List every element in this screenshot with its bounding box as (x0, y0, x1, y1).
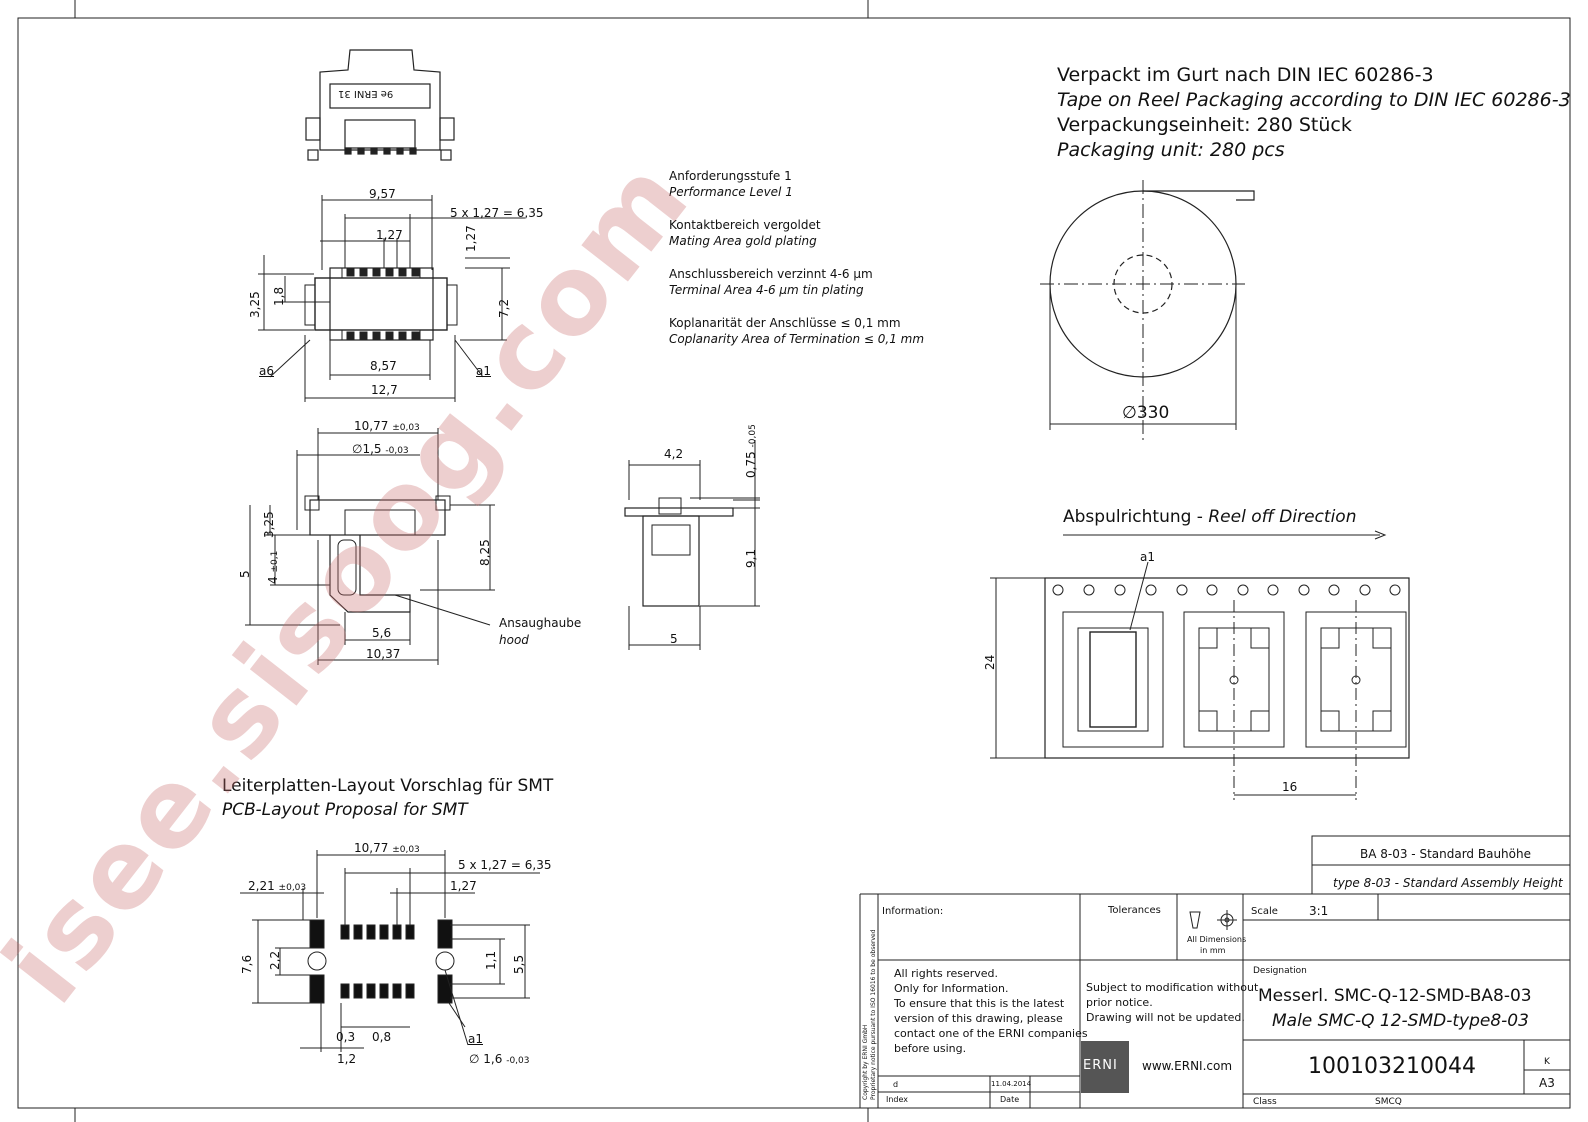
scale-label: Scale (1251, 906, 1278, 917)
tolerances-label: Tolerances (1108, 905, 1161, 916)
dim-1-8: 1,8 (272, 286, 286, 306)
note-en-4: Coplanarity Area of Termination ≤ 0,1 mm (669, 332, 925, 346)
information-label: Information: (882, 906, 944, 917)
website-link[interactable]: www.ERNI.com (1142, 1059, 1233, 1073)
rights-notice: All rights reserved. Only for Informatio… (894, 967, 1088, 1055)
dim-dia-1-5: ∅1,5 -0,03 (352, 442, 409, 456)
pcb-dim-2-21: 2,21 ±0,03 (248, 879, 307, 893)
dim-8-57: 8,57 (370, 359, 397, 373)
all-dimensions-label: All Dimensions (1187, 935, 1247, 944)
pcb-dim-dia-1-6: ∅ 1,6 -0,03 (469, 1052, 530, 1066)
proprietary-text: Proprietary notice pursuant to ISO 16016… (870, 929, 877, 1100)
erni-logo: ERNI (1083, 1058, 1118, 1073)
erni-logo-block (1081, 1041, 1129, 1093)
sheet-size: A3 (1539, 1076, 1555, 1090)
note-en-2: Mating Area gold plating (669, 234, 817, 248)
dim-3-25-side: 3,25 (262, 511, 276, 538)
dim-16: 16 (1282, 780, 1298, 794)
pcb-dim-5-5: 5,5 (512, 954, 526, 974)
pcb-dim-1-2: 1,2 (337, 1052, 357, 1066)
pcb-dim-10-77: 10,77 ±0,03 (354, 841, 420, 855)
pcb-dim-0-8: 0,8 (372, 1030, 392, 1044)
chip-marking: 9e ERNI 31 (338, 88, 394, 99)
pcb-dim-6-35: 5 x 1,27 = 6,35 (458, 858, 552, 872)
dim-10-77: 10,77 ±0,03 (354, 419, 420, 433)
dim-3-25: 3,25 (248, 291, 262, 318)
end-view (624, 440, 760, 650)
dim-10-37: 10,37 (366, 647, 401, 661)
type-box-line-2: type 8-03 - Standard Assembly Height (1333, 876, 1563, 890)
dim-5-end: 5 (670, 632, 678, 646)
type-box-line-1: BA 8-03 - Standard Bauhöhe (1360, 847, 1531, 861)
scale-value: 3:1 (1309, 904, 1329, 918)
dim-1-27-a: 1,27 (376, 228, 403, 242)
dim-9-57: 9,57 (369, 187, 396, 201)
pcb-dim-1-27: 1,27 (450, 879, 477, 893)
revision: K (1544, 1057, 1550, 1067)
diameter-icon: ∅ (1122, 403, 1137, 423)
note-de-3: Anschlussbereich verzinnt 4-6 µm (669, 267, 873, 281)
dim-5-side: 5 (238, 570, 252, 578)
pcb-dim-0-3: 0,3 (336, 1030, 356, 1044)
label-a1: a1 (476, 364, 491, 378)
pcb-title-de: Leiterplatten-Layout Vorschlag für SMT (222, 776, 554, 796)
index-label: Index (886, 1095, 909, 1104)
front-view (305, 49, 455, 161)
packaging-line-2: Tape on Reel Packaging according to DIN … (1057, 89, 1571, 111)
pcb-dim-7-6: 7,6 (240, 954, 254, 974)
copyright-text: Copyright by ERNI GmbH (862, 1024, 869, 1100)
packaging-line-4: Packaging unit: 280 pcs (1057, 139, 1285, 161)
pcb-dim-1-1: 1,1 (484, 950, 498, 970)
designation-label: Designation (1253, 966, 1307, 976)
side-view (245, 428, 495, 665)
in-mm-label: in mm (1200, 946, 1226, 955)
reel-off-heading: Abspulrichtung - Reel off Direction (1063, 507, 1357, 527)
dim-12-7: 12,7 (371, 383, 398, 397)
title-block-lines (859, 893, 1571, 1109)
dim-8-25: 8,25 (478, 539, 492, 566)
pcb-dim-2-2: 2,2 (268, 950, 282, 970)
tape (990, 530, 1410, 800)
top-view (258, 195, 525, 402)
note-de-1: Anforderungsstufe 1 (669, 169, 792, 183)
dim-24: 24 (983, 654, 997, 670)
pcb-layout (240, 850, 540, 1052)
dim-9-1: 9,1 (744, 548, 758, 568)
hood-label-de: Ansaughaube (499, 616, 582, 630)
note-de-2: Kontaktbereich vergoldet (669, 218, 821, 232)
dim-1-27-b: 1,27 (464, 225, 478, 252)
note-en-1: Performance Level 1 (669, 185, 793, 199)
pcb-title-en: PCB-Layout Proposal for SMT (222, 800, 468, 820)
class-value: SMCQ (1375, 1097, 1402, 1107)
reel-diameter: ∅330 (1122, 403, 1170, 423)
note-en-3: Terminal Area 4-6 µm tin plating (669, 283, 864, 297)
dim-4-2: 4,2 (664, 447, 684, 461)
date-label: Date (1000, 1095, 1020, 1104)
dim-6-35: 5 x 1,27 = 6,35 (450, 206, 544, 220)
pcb-a1: a1 (468, 1032, 483, 1046)
dim-0-75: 0,75 -0,05 (744, 424, 758, 478)
designation-en: Male SMC-Q 12-SMD-type8-03 (1272, 1011, 1529, 1031)
reel (1040, 180, 1255, 440)
dim-5-6: 5,6 (372, 626, 392, 640)
drawing-frame (17, 17, 1571, 1109)
part-number: 100103210044 (1308, 1054, 1476, 1079)
modification-notice: Subject to modification without prior no… (1086, 981, 1259, 1024)
label-a6: a6 (259, 364, 274, 378)
index-d: d (893, 1080, 899, 1089)
tape-a1: a1 (1140, 550, 1155, 564)
designation-de: Messerl. SMC-Q-12-SMD-BA8-03 (1258, 986, 1532, 1006)
hood-label-en: hood (499, 633, 529, 647)
packaging-line-3: Verpackungseinheit: 280 Stück (1057, 114, 1352, 136)
packaging-info: Verpackt im Gurt nach DIN IEC 60286-3 Ta… (1057, 63, 1571, 163)
spec-notes: Anforderungsstufe 1 Performance Level 1 … (669, 168, 924, 347)
class-label: Class (1253, 1097, 1277, 1107)
note-de-4: Koplanarität der Anschlüsse ≤ 0,1 mm (669, 316, 901, 330)
index-date: 11.04.2014 (991, 1080, 1032, 1088)
packaging-line-1: Verpackt im Gurt nach DIN IEC 60286-3 (1057, 64, 1434, 86)
diameter-icon: ∅ (469, 1052, 480, 1066)
